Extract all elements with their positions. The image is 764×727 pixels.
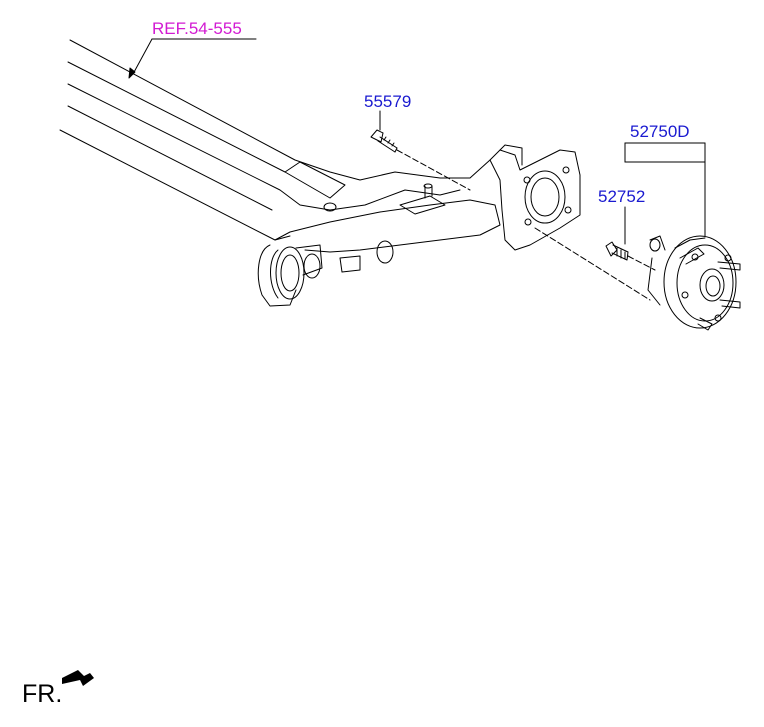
part-callout-52752: 52752 — [598, 187, 646, 206]
part-callout-52750d: 52750D — [630, 122, 690, 141]
reference-callout: REF.54-555 — [152, 19, 242, 38]
front-direction-arrow-icon — [62, 670, 94, 686]
spindle-mounting-plate — [489, 144, 581, 251]
beam-bushing — [257, 244, 323, 307]
part-callout-55579: 55579 — [364, 92, 412, 111]
front-direction-label: FR. — [22, 680, 63, 708]
torsion-beam-axle — [59, 39, 501, 279]
hub-bolt-52752 — [534, 227, 656, 301]
leader-lines — [128, 38, 706, 245]
mounting-bolt-55579 — [370, 129, 471, 191]
hub-bearing-assembly-52750d — [647, 235, 741, 331]
